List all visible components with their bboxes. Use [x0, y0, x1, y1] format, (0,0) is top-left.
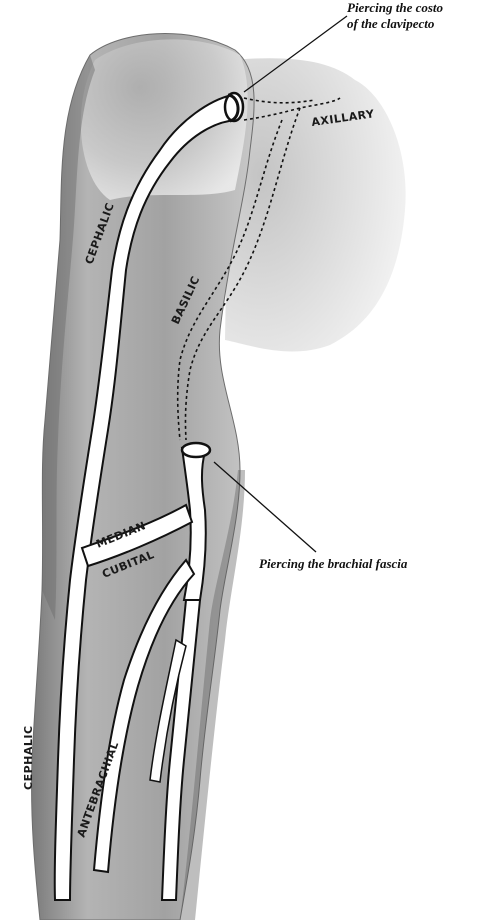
annotation-top-line1: Piercing the costo: [347, 0, 498, 16]
annotation-costocoracoid: Piercing the costo of the clavipecto: [347, 0, 498, 32]
label-cephalic-lower: CEPHALIC: [22, 725, 35, 790]
annotation-brachial-fascia: Piercing the brachial fascia: [259, 556, 407, 572]
annotation-top-line2: of the clavipecto: [347, 16, 498, 32]
basilic-pierce-opening: [182, 443, 210, 457]
